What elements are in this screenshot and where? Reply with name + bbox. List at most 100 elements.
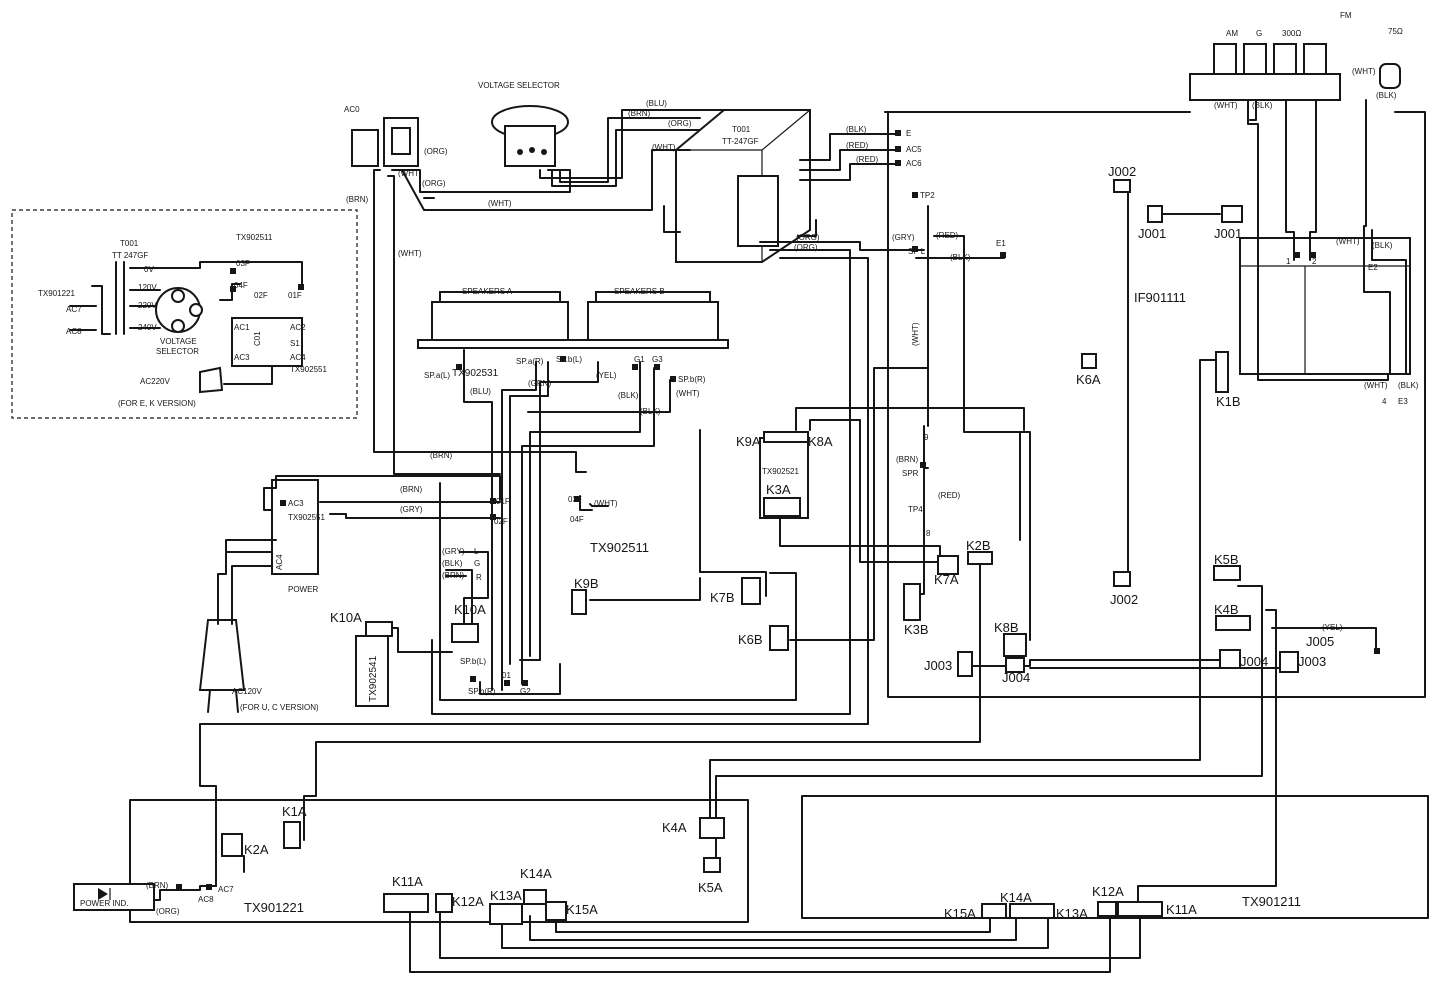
svg-text:(BLK): (BLK) — [1398, 381, 1419, 390]
connector-k7a — [937, 555, 959, 575]
svg-text:04F: 04F — [234, 281, 248, 290]
connector-k9b — [571, 589, 587, 615]
svg-text:(FOR E, K VERSION): (FOR E, K VERSION) — [118, 399, 196, 408]
power-indicator-led — [73, 883, 155, 911]
svg-text:(GRY): (GRY) — [892, 233, 915, 242]
svg-text:R: R — [476, 573, 482, 582]
board-tx901221 — [129, 799, 749, 923]
connector-k10a-left — [365, 621, 393, 637]
svg-text:E3: E3 — [1398, 397, 1408, 406]
svg-text:(YEL): (YEL) — [1322, 623, 1343, 632]
svg-text:(BLU): (BLU) — [646, 99, 667, 108]
connector-r-k14a — [1009, 903, 1055, 919]
svg-text:AC1: AC1 — [234, 323, 250, 332]
svg-text:L: L — [474, 547, 479, 556]
svg-text:K1B: K1B — [1216, 394, 1241, 409]
svg-text:J004: J004 — [1240, 654, 1268, 669]
svg-text:K7A: K7A — [934, 572, 959, 587]
svg-text:E: E — [906, 129, 911, 138]
svg-text:(GRY): (GRY) — [400, 505, 423, 514]
transformer-model: TT-247GF — [722, 137, 759, 146]
svg-text:TT 247GF: TT 247GF — [112, 251, 148, 260]
board-tx901211-label: TX901211 — [1242, 894, 1301, 909]
svg-text:K2A: K2A — [244, 842, 269, 857]
svg-text:(WHT): (WHT) — [488, 199, 512, 208]
connector-k10a-right — [451, 623, 479, 643]
svg-text:K2B: K2B — [966, 538, 991, 553]
svg-text:AC7: AC7 — [66, 305, 82, 314]
svg-text:(WHT): (WHT) — [398, 249, 422, 258]
svg-text:(WHT): (WHT) — [911, 322, 920, 346]
svg-text:AC6: AC6 — [906, 159, 922, 168]
svg-text:G2: G2 — [520, 687, 531, 696]
svg-text:TX902521: TX902521 — [762, 467, 799, 476]
svg-text:AC120V: AC120V — [232, 687, 262, 696]
voltage-selector-label: VOLTAGE SELECTOR — [478, 81, 560, 90]
connector-k13a — [489, 903, 523, 925]
svg-text:02F: 02F — [254, 291, 268, 300]
connector-k1a — [283, 821, 301, 849]
svg-text:J003: J003 — [924, 658, 952, 673]
svg-text:(BLK): (BLK) — [640, 407, 661, 416]
connector-k5a — [703, 857, 721, 873]
svg-text:TX902541: TX902541 — [368, 655, 379, 702]
board-tx902511-outline — [439, 482, 797, 701]
connector-r-k11a — [1117, 901, 1163, 917]
svg-text:(BRN): (BRN) — [896, 455, 919, 464]
connector-r-k12a — [1097, 901, 1117, 917]
svg-text:(WHT): (WHT) — [652, 143, 676, 152]
power-transformer — [663, 109, 817, 263]
svg-text:TX902531: TX902531 — [452, 368, 499, 379]
svg-text:(WHT): (WHT) — [1214, 101, 1238, 110]
connector-k11a — [383, 893, 429, 913]
svg-text:(BLK): (BLK) — [618, 391, 639, 400]
svg-text:G1: G1 — [634, 355, 645, 364]
svg-text:TP4: TP4 — [908, 505, 923, 514]
svg-text:SELECTOR: SELECTOR — [156, 347, 199, 356]
svg-text:FM: FM — [1340, 11, 1352, 20]
svg-text:AC3: AC3 — [288, 499, 304, 508]
connector-j004-right — [1219, 649, 1241, 669]
svg-text:(GRY): (GRY) — [442, 547, 465, 556]
svg-text:K9A: K9A — [736, 434, 761, 449]
svg-text:(ORG): (ORG) — [794, 243, 818, 252]
ac0-socket — [351, 117, 419, 167]
connector-k4a — [699, 817, 725, 839]
svg-text:AM: AM — [1226, 29, 1238, 38]
svg-text:(WHT): (WHT) — [1336, 237, 1360, 246]
speaker-terminals[interactable] — [417, 291, 729, 349]
svg-text:01F: 01F — [288, 291, 302, 300]
svg-text:K6A: K6A — [1076, 372, 1101, 387]
svg-text:J003: J003 — [1298, 654, 1326, 669]
svg-text:TP2: TP2 — [920, 191, 935, 200]
svg-text:(BRN): (BRN) — [346, 195, 369, 204]
svg-text:03F: 03F — [236, 259, 250, 268]
svg-text:K3A: K3A — [766, 482, 791, 497]
antenna-terminal-strip[interactable] — [1189, 43, 1401, 101]
connector-r-k15a — [981, 903, 1007, 919]
svg-text:120V: 120V — [138, 283, 157, 292]
svg-text:(BRN): (BRN) — [146, 881, 169, 890]
inset-labels: T001 TT 247GF TX902511 TX901221 0V 120V … — [38, 233, 327, 408]
svg-text:SP.b(L): SP.b(L) — [460, 657, 486, 666]
svg-text:E1: E1 — [996, 239, 1006, 248]
svg-text:K6B: K6B — [738, 632, 763, 647]
svg-text:0V: 0V — [144, 265, 154, 274]
connectors[interactable] — [221, 179, 1299, 925]
svg-text:K4B: K4B — [1214, 602, 1239, 617]
svg-text:K5B: K5B — [1214, 552, 1239, 567]
voltage-selector-switch[interactable] — [491, 105, 569, 167]
bottom-labels: K1A K2A POWER IND. (BRN) (ORG) AC7 AC8 T… — [80, 804, 1301, 921]
svg-text:J004: J004 — [1002, 670, 1030, 685]
terminal-dots — [176, 130, 1380, 890]
speakers-b-block — [587, 301, 719, 343]
svg-text:SP.a(L): SP.a(L) — [424, 371, 450, 380]
connector-k14a — [523, 889, 547, 905]
svg-text:K3B: K3B — [904, 622, 929, 637]
svg-text:(ORG): (ORG) — [668, 119, 692, 128]
svg-text:AC5: AC5 — [906, 145, 922, 154]
tuner-board-outline — [887, 111, 1426, 698]
svg-text:G: G — [474, 559, 480, 568]
board-outlines — [11, 111, 1429, 923]
